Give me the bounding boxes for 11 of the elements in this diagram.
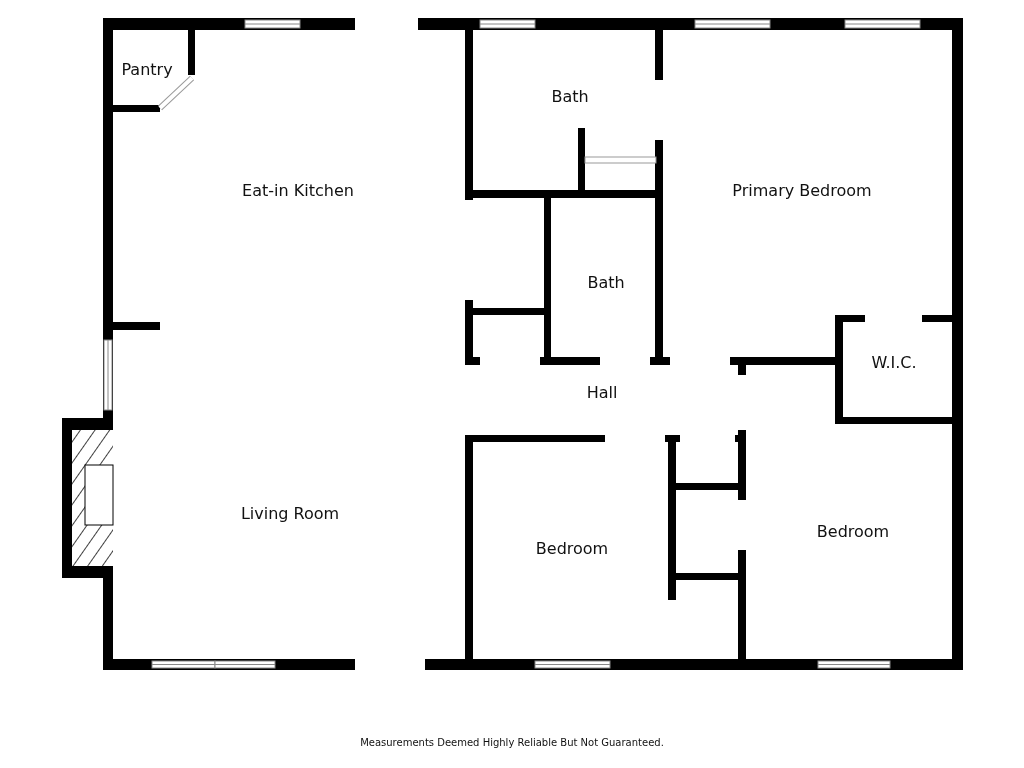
room-label: Bedroom bbox=[816, 521, 890, 541]
room-label: Primary Bedroom bbox=[732, 180, 872, 200]
room-label: Bedroom bbox=[535, 538, 609, 558]
room-label: Bath bbox=[551, 86, 589, 106]
room-label: Eat-in Kitchen bbox=[242, 180, 354, 200]
room-label: W.I.C. bbox=[871, 352, 917, 372]
room-label: Living Room bbox=[240, 503, 340, 523]
room-label: Bath bbox=[587, 272, 625, 292]
room-label: Hall bbox=[586, 382, 618, 402]
room-label: Pantry bbox=[121, 59, 173, 79]
caption-text: Measurements Deemed Highly Reliable But Not Guaranteed. bbox=[360, 736, 664, 748]
